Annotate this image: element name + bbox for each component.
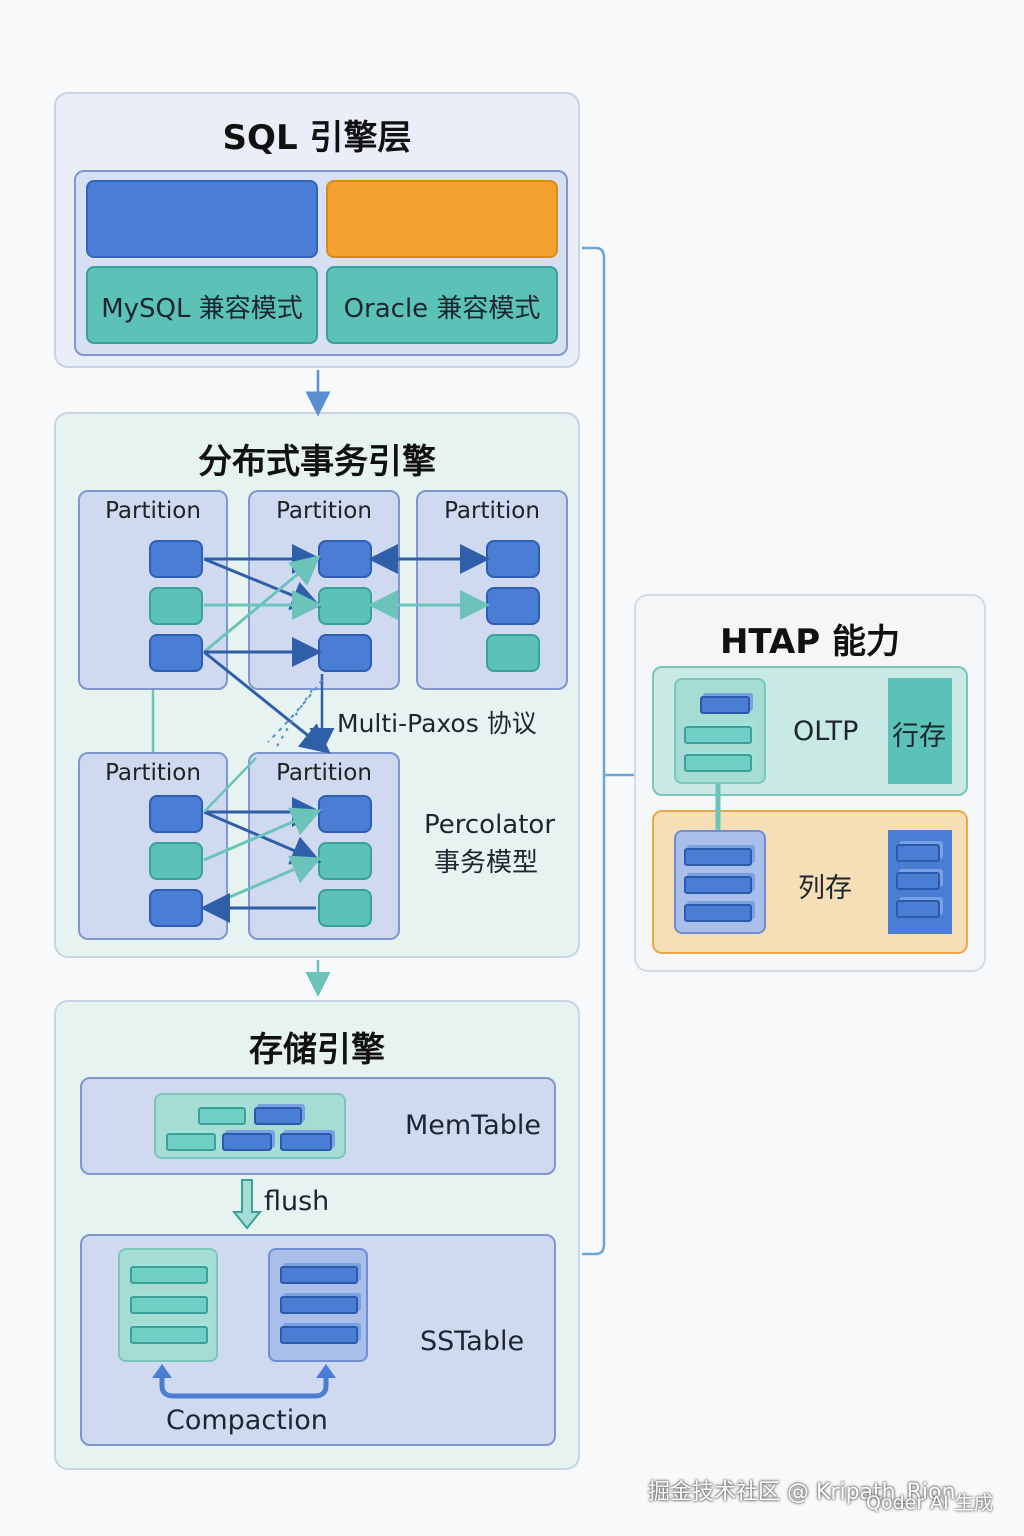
percolator-model-label: 事务模型 <box>434 848 539 878</box>
column-store-icon <box>674 830 766 934</box>
oracle-mode-label: Oracle 兼容模式 <box>343 294 541 324</box>
htap-bracket <box>582 246 606 1256</box>
replica-block <box>149 540 203 578</box>
replica-block <box>149 842 203 880</box>
column-store-label: 列存 <box>798 873 852 904</box>
replica-block <box>318 795 372 833</box>
compaction-arrow <box>159 1372 329 1399</box>
oracle-color-block <box>326 180 558 258</box>
replica-block <box>149 889 203 927</box>
replica-block <box>318 634 372 672</box>
storage-engine-title: 存储引擎 <box>249 1030 385 1070</box>
memtable-label: MemTable <box>405 1110 542 1141</box>
partition-label: Partition <box>105 498 201 524</box>
mysql-mode-box: MySQL 兼容模式 <box>86 266 318 344</box>
replica-block <box>149 634 203 672</box>
sstable-blue-icon <box>268 1248 368 1362</box>
oracle-mode-box: Oracle 兼容模式 <box>326 266 558 344</box>
partition-label: Partition <box>105 760 201 786</box>
oltp-icon <box>674 678 766 784</box>
watermark-text: 掘金技术社区 @ Kripath_Rion <box>648 1480 956 1505</box>
replica-block <box>318 889 372 927</box>
replica-block <box>486 540 540 578</box>
column-store-visual <box>888 830 952 934</box>
replica-block <box>486 634 540 672</box>
sstable-label: SSTable <box>420 1326 525 1357</box>
txn-engine-title: 分布式事务引擎 <box>198 442 436 482</box>
replica-block <box>318 842 372 880</box>
flush-arrow <box>231 1179 263 1230</box>
oltp-label: OLTP <box>793 716 859 747</box>
watermark-sub: Qoder AI 生成 <box>866 1492 993 1514</box>
compaction-label: Compaction <box>166 1405 328 1436</box>
row-store-box: 行存 <box>888 678 952 784</box>
multi-paxos-label: Multi-Paxos 协议 <box>337 709 537 738</box>
sql-layer-title: SQL 引擎层 <box>222 118 412 158</box>
replica-block <box>149 795 203 833</box>
partition-label: Partition <box>444 498 540 524</box>
row-store-label: 行存 <box>892 721 946 752</box>
htap-title: HTAP 能力 <box>719 622 901 662</box>
replica-block <box>149 587 203 625</box>
percolator-label: Percolator <box>424 810 556 840</box>
sstable-teal-icon <box>118 1248 218 1362</box>
partition-label: Partition <box>276 760 372 786</box>
sql-engine-layer: SQL 引擎层 MySQL 兼容模式 Oracle 兼容模式 <box>54 92 580 368</box>
partition-label: Partition <box>276 498 372 524</box>
flush-label: flush <box>264 1186 330 1217</box>
memtable-icon <box>154 1093 346 1159</box>
mysql-color-block <box>86 180 318 258</box>
mysql-mode-label: MySQL 兼容模式 <box>101 294 303 324</box>
